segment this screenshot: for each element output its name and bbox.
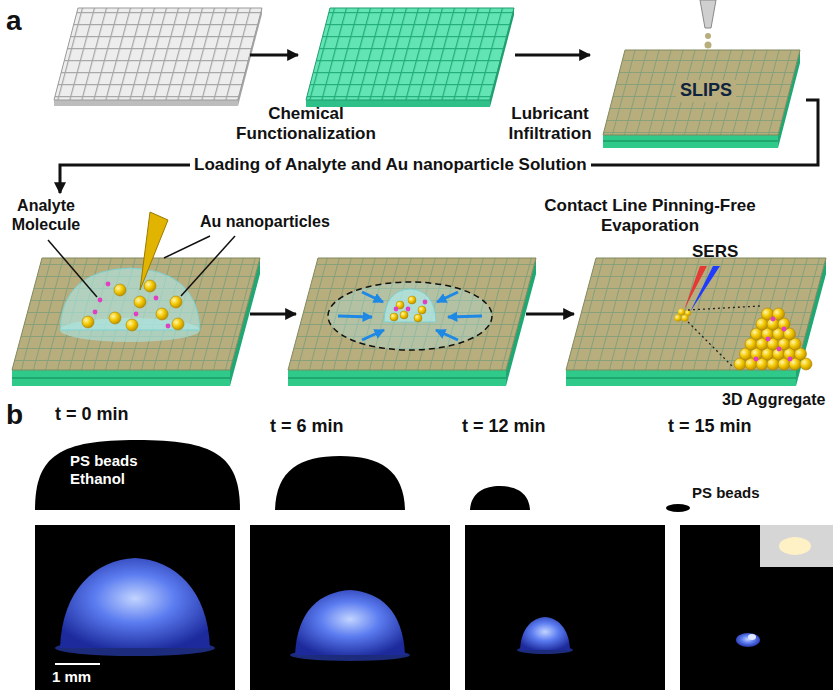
- panel-letter: b: [6, 398, 23, 432]
- lubricant-pipette: [700, 0, 716, 49]
- slips-substrate: [288, 258, 536, 386]
- panel-letter: a: [6, 4, 22, 38]
- time-label: t = 12 min: [462, 416, 546, 438]
- 3d-aggregate: [734, 308, 812, 370]
- fluorescence-photo: [35, 525, 833, 690]
- zoom-line: [688, 306, 760, 368]
- time-label: t = 15 min: [668, 416, 752, 438]
- step-label: Loading of Analyte and Au nanoparticle S…: [190, 155, 591, 175]
- au-pipette: [140, 212, 168, 290]
- droplet-label: PS beads: [692, 484, 760, 502]
- scale-label: 1 mm: [52, 668, 91, 686]
- droplet-silhouette: [35, 440, 690, 512]
- inward-arrow: [338, 292, 482, 340]
- callout-label: Analyte Molecule: [6, 196, 86, 234]
- leader-line: [48, 236, 235, 297]
- slips-substrate: [603, 50, 800, 148]
- time-label: t = 6 min: [270, 416, 344, 438]
- functionalized-scaffold: [306, 8, 514, 107]
- step-label: Chemical Functionalization: [226, 104, 386, 145]
- step-label: Lubricant Infiltration: [500, 104, 600, 145]
- callout-label: Au nanoparticles: [200, 212, 330, 231]
- surface-label: SLIPS: [676, 80, 736, 102]
- callout-label: SERS: [692, 242, 738, 262]
- callout-label: 3D Aggregate: [722, 390, 825, 409]
- scale-bar: [55, 664, 100, 665]
- time-label: t = 0 min: [55, 404, 129, 426]
- bare-scaffold: [54, 8, 262, 106]
- step-label: Contact Line Pinning-Free Evaporation: [530, 196, 770, 237]
- slips-substrate: [12, 258, 260, 386]
- slips-substrate: [566, 258, 826, 386]
- laser-beam: [684, 266, 720, 312]
- shrinking-droplet: [328, 282, 492, 350]
- droplet-label: PS beads Ethanol: [70, 452, 146, 488]
